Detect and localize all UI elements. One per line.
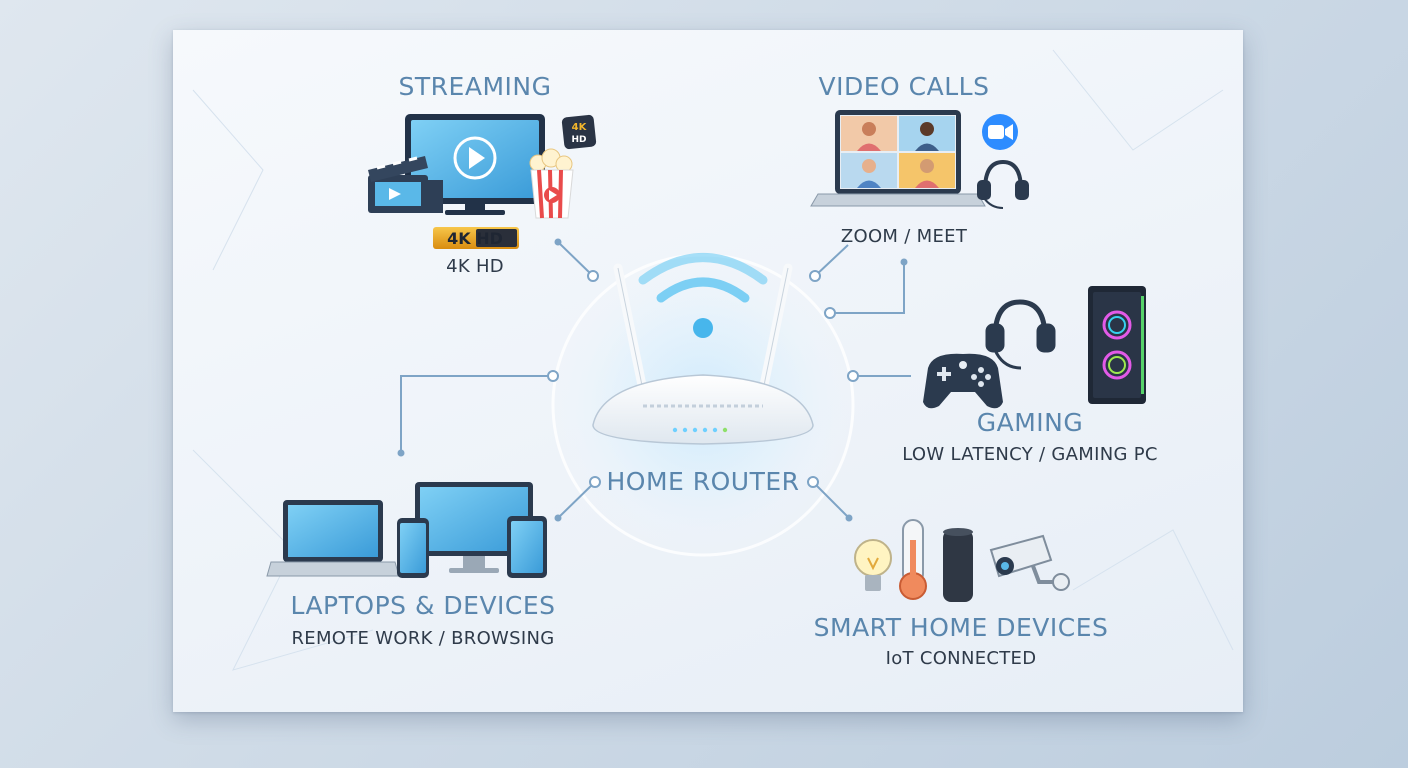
smart-home-title: SMART HOME DEVICES (813, 613, 1109, 642)
connector-lines (400, 241, 911, 519)
streaming-subtitle: 4K HD (446, 256, 504, 277)
security-camera-icon (989, 534, 1070, 591)
film-strip-icon (425, 180, 443, 213)
streaming-title: STREAMING (398, 72, 552, 101)
tablet-icon (507, 516, 547, 578)
game-controller-icon (923, 353, 1003, 409)
connector-end-dots (397, 238, 908, 522)
small-badge-hd: HD (571, 135, 586, 145)
participant-avatars (857, 122, 939, 188)
connector-nodes (547, 270, 859, 488)
popcorn-icon (529, 148, 574, 219)
laptops-title: LAPTOPS & DEVICES (290, 591, 556, 620)
connector-smart-home (812, 481, 850, 519)
laptop-video-call-icon (810, 110, 986, 207)
connector-video-calls-branch (830, 262, 905, 314)
play-icon (453, 136, 497, 180)
video-camera-icon (982, 114, 1018, 150)
diagram-card: 4K HD 4K HD (173, 30, 1243, 712)
laptop-icon (266, 500, 400, 577)
wifi-router-icon (592, 253, 814, 445)
film-clapper-icon (368, 156, 428, 213)
connector-video-calls (814, 244, 849, 277)
diagram-canvas: 4K HD 4K HD (192, 49, 1234, 671)
laptops-subtitle: REMOTE WORK / BROWSING (291, 628, 555, 649)
smartphone-icon (397, 518, 429, 578)
4k-hd-badge-text: 4K HD (447, 229, 503, 248)
gaming-subtitle: LOW LATENCY / GAMING PC (902, 444, 1158, 465)
gaming-headset-icon (985, 299, 1056, 370)
background-network-lines (192, 49, 1234, 671)
gaming-pc-icon (1088, 286, 1146, 404)
connector-laptops (400, 375, 553, 453)
small-badge-4k: 4K (572, 122, 588, 133)
connector-laptops-lower (557, 481, 596, 519)
gaming-title: GAMING (976, 408, 1084, 437)
video-calls-title: VIDEO CALLS (818, 72, 990, 101)
connector-streaming (557, 241, 594, 277)
4k-hd-small-badge: 4K HD (561, 114, 597, 150)
headset-icon (977, 159, 1029, 209)
desktop-monitor-icon (415, 482, 533, 573)
smart-home-subtitle: IoT CONNECTED (885, 648, 1037, 669)
4k-hd-badge: 4K HD (433, 227, 519, 249)
smart-speaker-icon (943, 528, 973, 602)
thermometer-icon (899, 519, 927, 600)
video-calls-subtitle: ZOOM / MEET (840, 226, 968, 247)
wifi-signal-icon (638, 253, 768, 338)
router-label: HOME ROUTER (606, 467, 800, 496)
light-bulb-icon (854, 539, 892, 591)
